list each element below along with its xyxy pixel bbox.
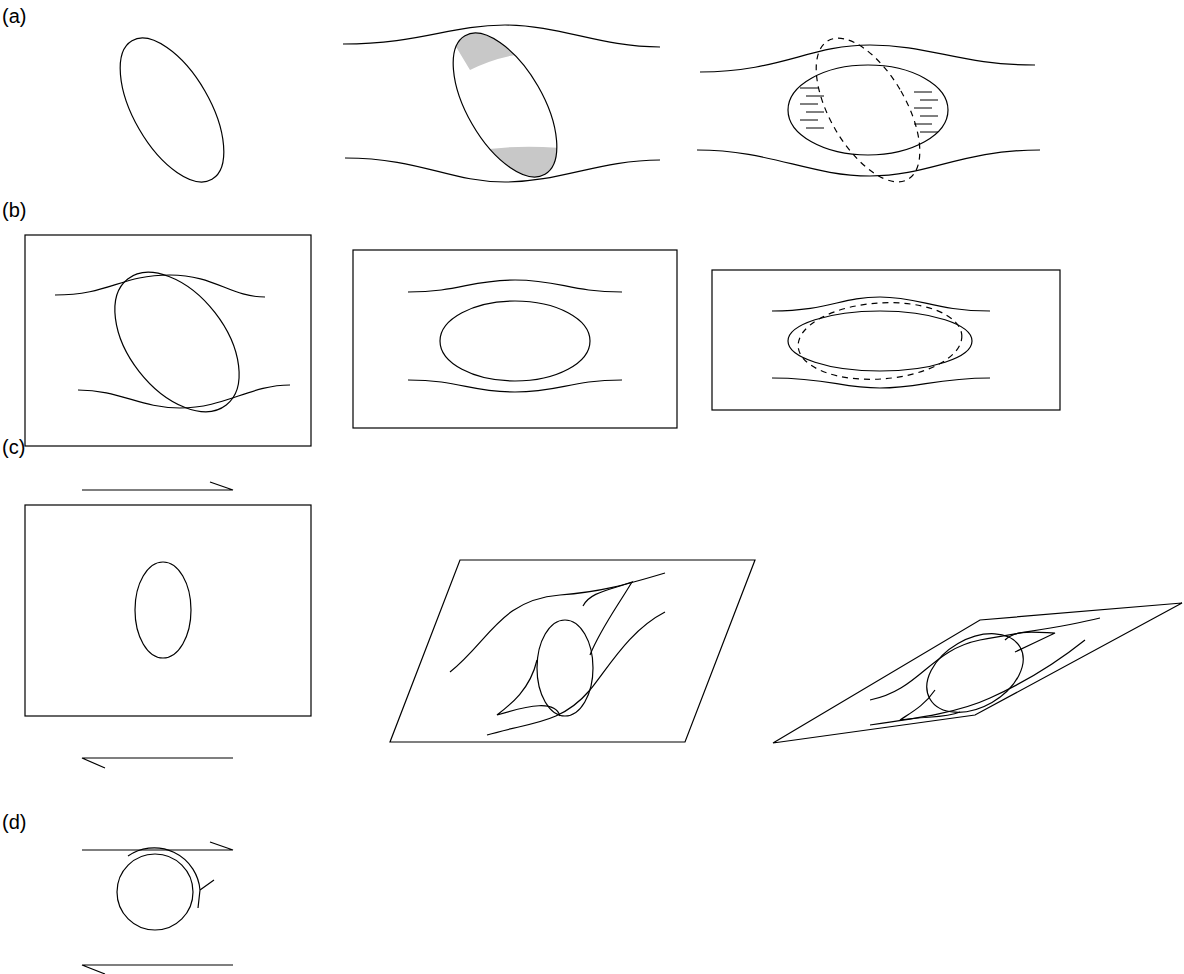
hatch-stroke [800,104,818,105]
marker-ellipse [788,65,948,155]
sheared-box [390,560,755,742]
panel-label: (d) [2,812,26,832]
hatch-stroke [914,108,932,109]
shear-arrow [82,842,233,850]
flow-line [78,385,290,408]
marker-ellipse [537,620,593,716]
pressure-shadow [900,690,960,720]
shear-arrow [82,965,233,974]
flow-line [55,275,265,297]
marker-ellipse [432,17,578,194]
frame-box [25,505,311,716]
marker-ellipse [440,301,590,381]
hatch-stroke [806,112,824,113]
shear-arrow [82,758,233,768]
original-outline [795,22,941,199]
hatch-stroke [914,92,932,93]
hatch-stroke [800,120,818,121]
pressure-shadow [497,660,560,716]
flow-line [697,150,1040,176]
row-b [25,235,1060,446]
flow-line [870,618,1100,700]
pressure-shadow [1005,632,1055,652]
panel-label: (b) [2,200,26,220]
panel-label: (a) [2,6,26,26]
row-a [99,17,1040,200]
flow-line [408,280,622,292]
hatch-stroke [914,124,932,125]
flow-line [345,158,660,182]
flow-line [487,612,665,735]
shear-arrow [82,482,233,490]
hatch-stroke [806,96,824,97]
grey-caps [440,20,580,200]
marker-ellipse [135,562,191,658]
marker-ellipse [788,311,972,371]
flow-line [450,573,665,672]
flow-line [700,45,1035,72]
flow-line [408,380,622,392]
rotation-arc [128,848,200,890]
hatch-stroke [920,132,938,133]
rotation-arrowhead [198,880,214,908]
panel-label: (c) [2,437,25,457]
marker-ellipse [913,618,1037,729]
marker-ellipse [99,22,245,199]
marker-ellipse [90,249,264,434]
hatch-stroke [806,128,824,129]
frame-box [712,270,1060,410]
flow-line [772,297,990,311]
sheared-box [773,603,1182,743]
flow-line [870,640,1085,725]
frame-box [353,250,677,428]
row-d [82,842,233,974]
hatch-stroke [800,88,818,89]
hatching [800,88,938,132]
frame-box [25,235,311,446]
pressure-shadow [583,582,632,655]
marker-circle [117,854,193,930]
hatch-stroke [920,116,938,117]
hatch-stroke [920,100,938,101]
row-c [25,482,1182,768]
flow-line [772,378,990,388]
flow-line [343,25,660,47]
